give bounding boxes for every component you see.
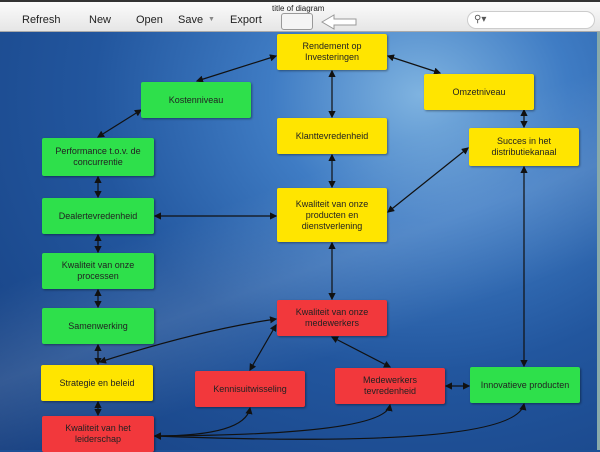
node-kwaliteit-producten[interactable]: Kwaliteit van onze producten en dienstve… bbox=[277, 188, 387, 242]
node-omzetniveau[interactable]: Omzetniveau bbox=[424, 74, 534, 110]
title-input[interactable] bbox=[281, 13, 313, 30]
node-kwaliteit-leiderschap[interactable]: Kwaliteit van het leiderschap bbox=[42, 416, 154, 452]
title-label: title of diagram bbox=[272, 4, 325, 13]
refresh-button[interactable]: Refresh bbox=[22, 14, 61, 26]
node-strategie-beleid[interactable]: Strategie en beleid bbox=[41, 365, 153, 401]
scrollbar[interactable] bbox=[597, 32, 600, 450]
node-kostenniveau[interactable]: Kostenniveau bbox=[141, 82, 251, 118]
save-button[interactable]: Save bbox=[178, 14, 204, 26]
node-dealertevredenheid[interactable]: Dealertevredenheid bbox=[42, 198, 154, 234]
arrow-left-icon bbox=[321, 14, 357, 30]
node-kennisuitwisseling[interactable]: Kennisuitwisseling bbox=[195, 371, 305, 407]
node-innovatieve-producten[interactable]: Innovatieve producten bbox=[470, 367, 580, 403]
node-performance[interactable]: Performance t.o.v. de concurrentie bbox=[42, 138, 154, 176]
node-kwaliteit-medewerkers[interactable]: Kwaliteit van onze medewerkers bbox=[277, 300, 387, 336]
save-dropdown-icon[interactable]: ▼ bbox=[208, 16, 215, 23]
new-button[interactable]: New bbox=[89, 14, 112, 26]
export-button[interactable]: Export bbox=[230, 14, 262, 26]
node-klanttevredenheid[interactable]: Klanttevredenheid bbox=[277, 118, 387, 154]
open-button[interactable]: Open bbox=[136, 14, 163, 26]
node-samenwerking[interactable]: Samenwerking bbox=[42, 308, 154, 344]
toolbar: Refresh New Open Save ▼ Export title of … bbox=[0, 0, 600, 32]
search-icon: ⚲▾ bbox=[474, 14, 487, 25]
node-kwaliteit-processen[interactable]: Kwaliteit van onze processen bbox=[42, 253, 154, 289]
node-rendement[interactable]: Rendement op Investeringen bbox=[277, 34, 387, 70]
search-input[interactable]: ⚲▾ bbox=[467, 11, 595, 29]
node-succes-distributiekanaal[interactable]: Succes in het distributiekanaal bbox=[469, 128, 579, 166]
node-medewerkers-tevredenheid[interactable]: Medewerkers tevredenheid bbox=[335, 368, 445, 404]
